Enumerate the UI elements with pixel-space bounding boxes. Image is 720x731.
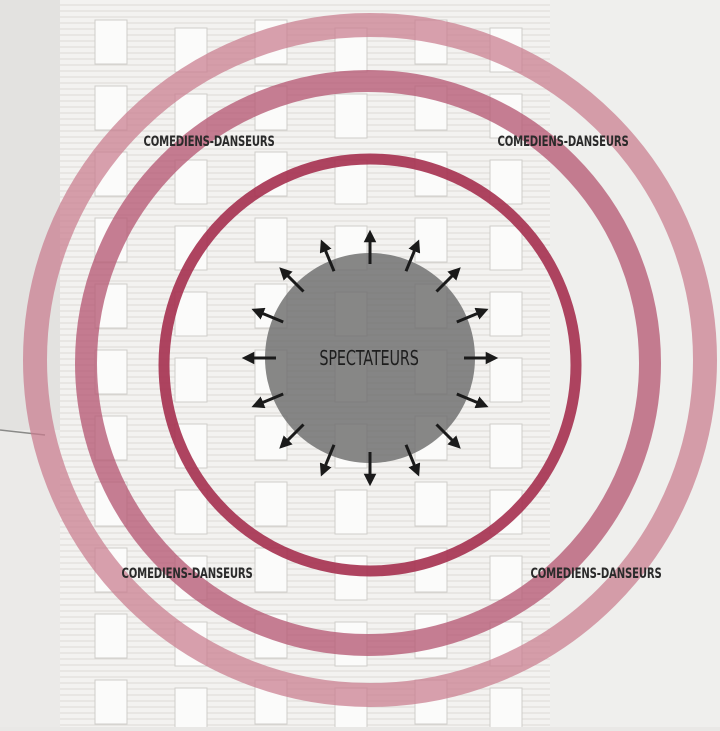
label-spectateurs: SPECTATEURS [319, 346, 419, 370]
ring-group [23, 13, 717, 707]
outward-arrow-icon [435, 267, 461, 293]
outer-ring [23, 13, 717, 707]
window [94, 19, 128, 65]
middle-ring [75, 70, 661, 656]
outward-arrow-icon [279, 267, 305, 293]
window [489, 291, 523, 337]
window [174, 687, 208, 731]
window [254, 217, 288, 263]
window [94, 679, 128, 725]
window [254, 415, 288, 461]
window [489, 357, 523, 403]
arrow-group [241, 229, 499, 487]
outward-arrow-icon [251, 307, 284, 324]
label-comediens-bottom-right: COMEDIENS-DANSEURS [530, 566, 662, 582]
inner-ring [158, 153, 582, 577]
outward-arrow-icon [456, 392, 489, 409]
outward-arrow-icon [404, 444, 421, 477]
window [94, 349, 128, 395]
outward-arrow-icon [404, 239, 421, 272]
window [414, 217, 448, 263]
outward-arrow-icon [319, 444, 336, 477]
window [489, 687, 523, 731]
label-comediens-top-right: COMEDIENS-DANSEURS [497, 134, 629, 150]
window [174, 489, 208, 535]
outward-arrow-icon [251, 392, 284, 409]
outward-arrow-icon [435, 423, 461, 449]
window [489, 423, 523, 469]
window [489, 225, 523, 271]
outward-arrow-icon [456, 307, 489, 324]
window [334, 93, 368, 139]
window [414, 481, 448, 527]
window [334, 159, 368, 205]
label-comediens-top-left: COMEDIENS-DANSEURS [143, 134, 275, 150]
outward-arrow-icon [279, 423, 305, 449]
window [334, 555, 368, 601]
label-comediens-bottom-left: COMEDIENS-DANSEURS [121, 566, 253, 582]
outward-arrow-icon [319, 239, 336, 272]
spectators-disc [265, 253, 475, 463]
window [174, 357, 208, 403]
window [254, 481, 288, 527]
window [334, 489, 368, 535]
window [94, 613, 128, 659]
